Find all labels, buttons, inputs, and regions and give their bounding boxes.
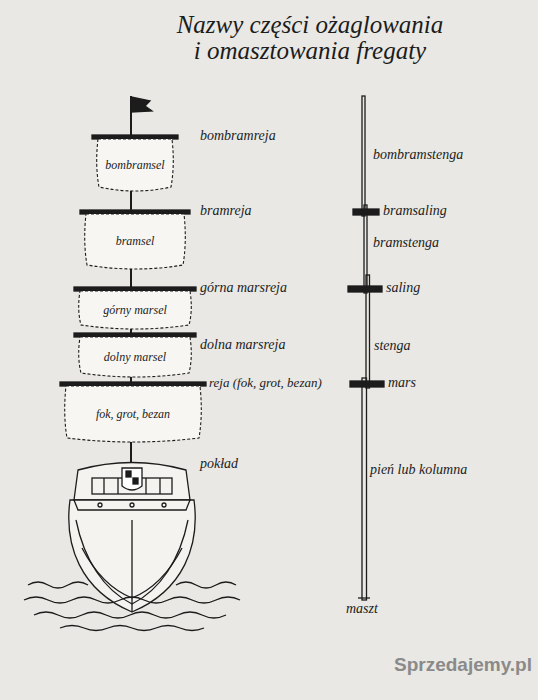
mast-part-label: pień lub kolumna [370,463,467,478]
sail-name: górny marsel [103,303,167,318]
mast-part-label: saling [386,281,420,296]
yard-label: bombramreja [200,129,276,144]
sail-box: dolny marsel [80,337,190,377]
deck-label: pokład [200,457,238,472]
mast-part-label: bramsaling [383,204,447,219]
mast-part-label: bramstenga [373,236,439,251]
sail-box: bombramsel [98,139,172,191]
sail-box: górny marsel [80,291,190,329]
sail-name: bombramsel [105,158,164,173]
sail-name: bramsel [116,234,155,249]
yard-label: dolna marsreja [200,338,285,353]
sail-box: fok, grot, bezan [66,386,200,442]
yard-label: bramreja [200,204,252,219]
yard-label: górna marsreja [200,281,287,296]
mast-part-label: bombramstenga [373,148,463,163]
watermark: Sprzedajemy.pl [394,655,532,675]
mast-part-label: stenga [374,339,411,354]
sail-name: fok, grot, bezan [96,407,170,422]
sail-box: bramsel [86,214,184,269]
mast-part-label: maszt [346,602,378,617]
mast-part-label: mars [388,376,416,391]
title: Nazwy części ożaglowania i omasztowania … [176,12,444,65]
yard-label: reja (fok, grot, bezan) [209,376,322,390]
sail-name: dolny marsel [104,350,166,365]
